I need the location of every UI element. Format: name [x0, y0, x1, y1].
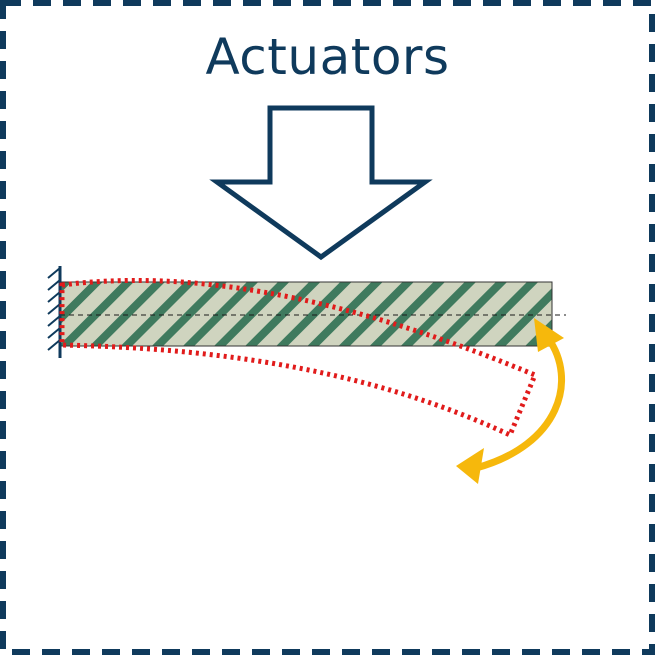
curved-double-arrow-icon	[456, 318, 565, 484]
diagram-title: Actuators	[205, 28, 450, 86]
fixed-support-hatch	[47, 266, 62, 358]
down-arrow-icon	[209, 105, 433, 261]
deflected-beam-outline	[59, 277, 539, 439]
cantilever-beam	[59, 281, 553, 347]
